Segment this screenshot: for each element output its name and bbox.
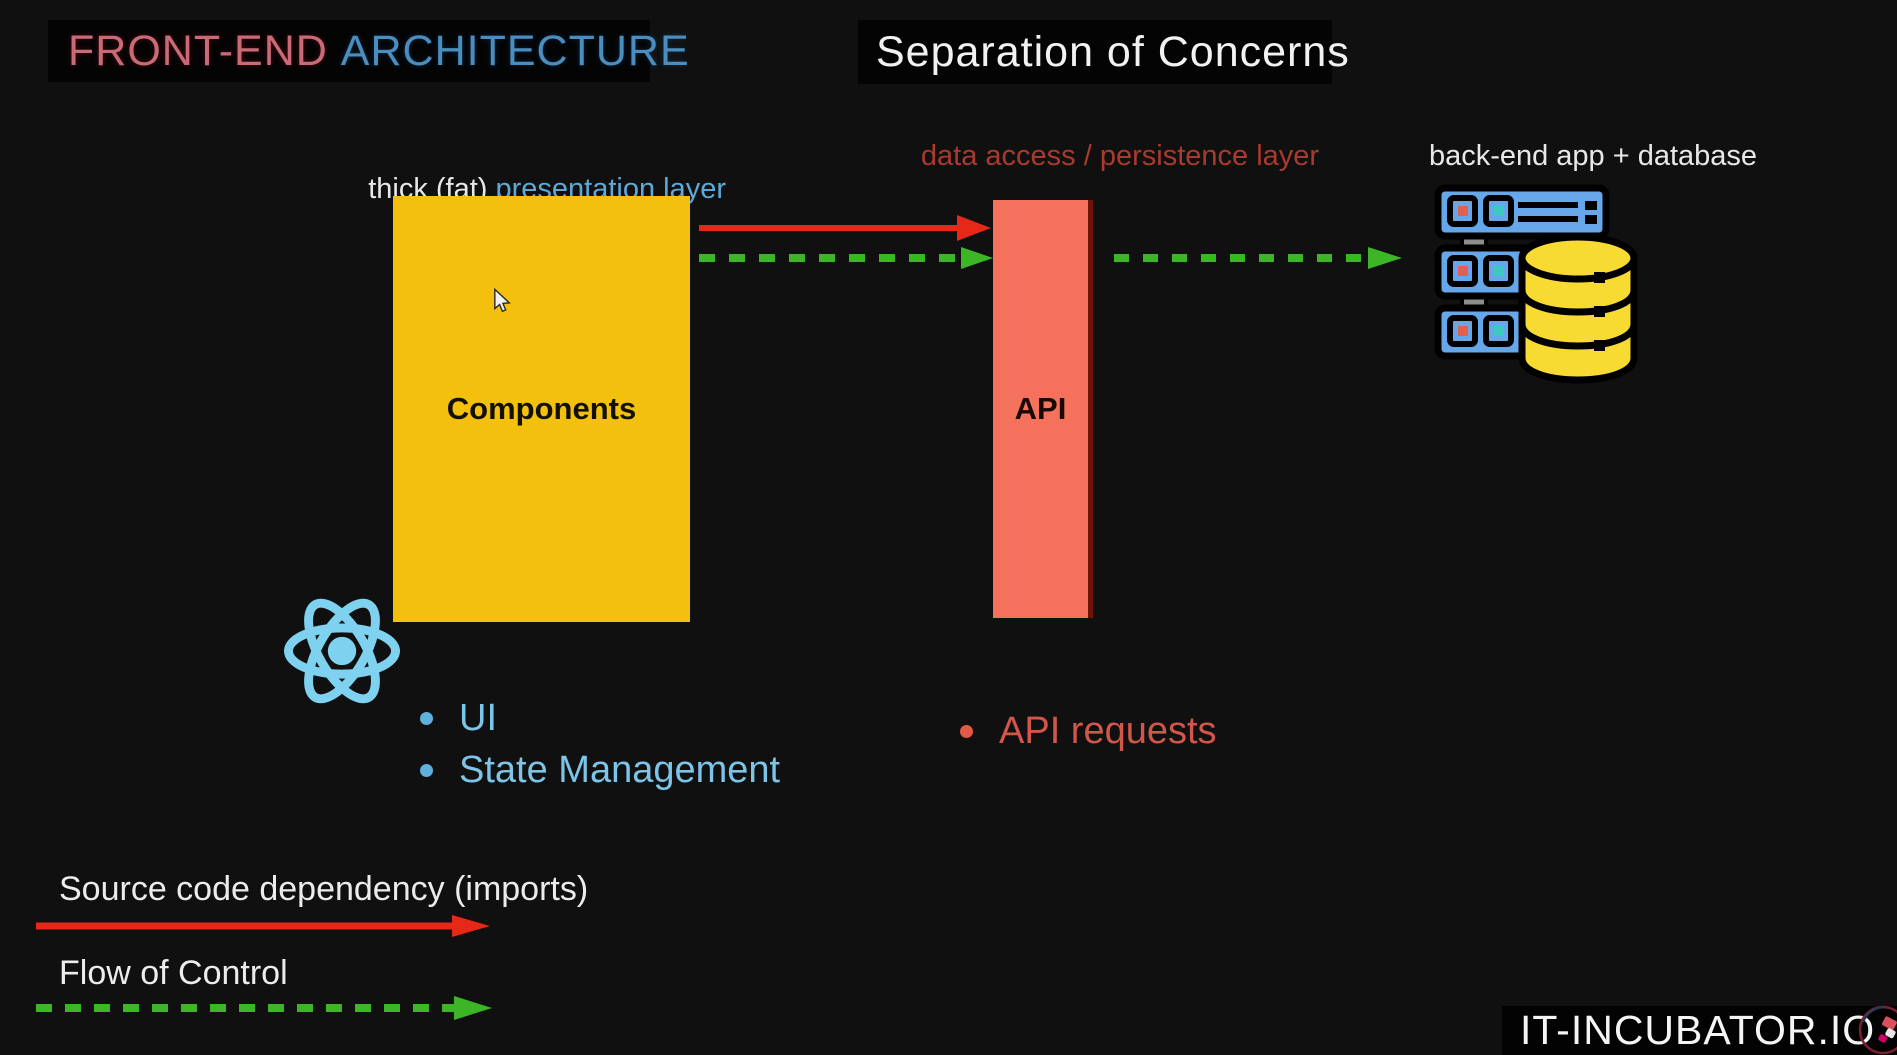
list-item: UI [420,697,780,740]
legend-source-dependency-label: Source code dependency (imports) [59,870,589,908]
it-incubator-logo-icon [1858,1005,1897,1055]
label-data-access-layer: data access / persistence layer [920,140,1320,172]
label-backend-database: back-end app + database [1428,140,1758,172]
mouse-pointer-icon [494,287,511,313]
label-presentation-prefix: thick (fat) [368,173,496,205]
bullet-api-requests-label: API requests [999,710,1217,752]
bullet-dot [420,764,433,777]
react-logo-icon [283,598,401,704]
components-bullet-list: UI State Management [420,697,780,792]
bullet-dot [420,712,433,725]
components-box-label: Components [446,391,637,426]
api-bullet-list: API requests [960,710,1217,753]
watermark-badge: IT-INCUBATOR.IO [1502,1005,1897,1055]
subtitle-separation-of-concerns: Separation of Concerns [858,20,1349,84]
bullet-dot [960,725,973,738]
arrow-source-dependency-components-to-api [699,215,991,241]
watermark-text: IT-INCUBATOR.IO [1520,1007,1876,1053]
title-front-end: FRONT-END [68,26,341,75]
bullet-ui-label: UI [459,697,497,739]
api-box: API [993,200,1093,618]
arrow-flow-api-to-backend [1114,247,1402,269]
legend-flow-of-control-label: Flow of Control [59,954,288,992]
list-item: State Management [420,749,780,792]
title-architecture: ARCHITECTURE [340,26,690,75]
components-box: Components [393,196,690,622]
bullet-state-management-label: State Management [459,749,781,791]
page-title: FRONT-END ARCHITECTURE [48,20,689,82]
arrow-flow-components-to-api [699,247,993,269]
subtitle-text: Separation of Concerns [876,27,1350,76]
server-database-icon [1434,184,1638,384]
list-item: API requests [960,710,1217,753]
legend-red-arrow [36,915,490,937]
api-box-label: API [1014,391,1067,426]
legend-green-dashed-arrow [36,996,492,1020]
